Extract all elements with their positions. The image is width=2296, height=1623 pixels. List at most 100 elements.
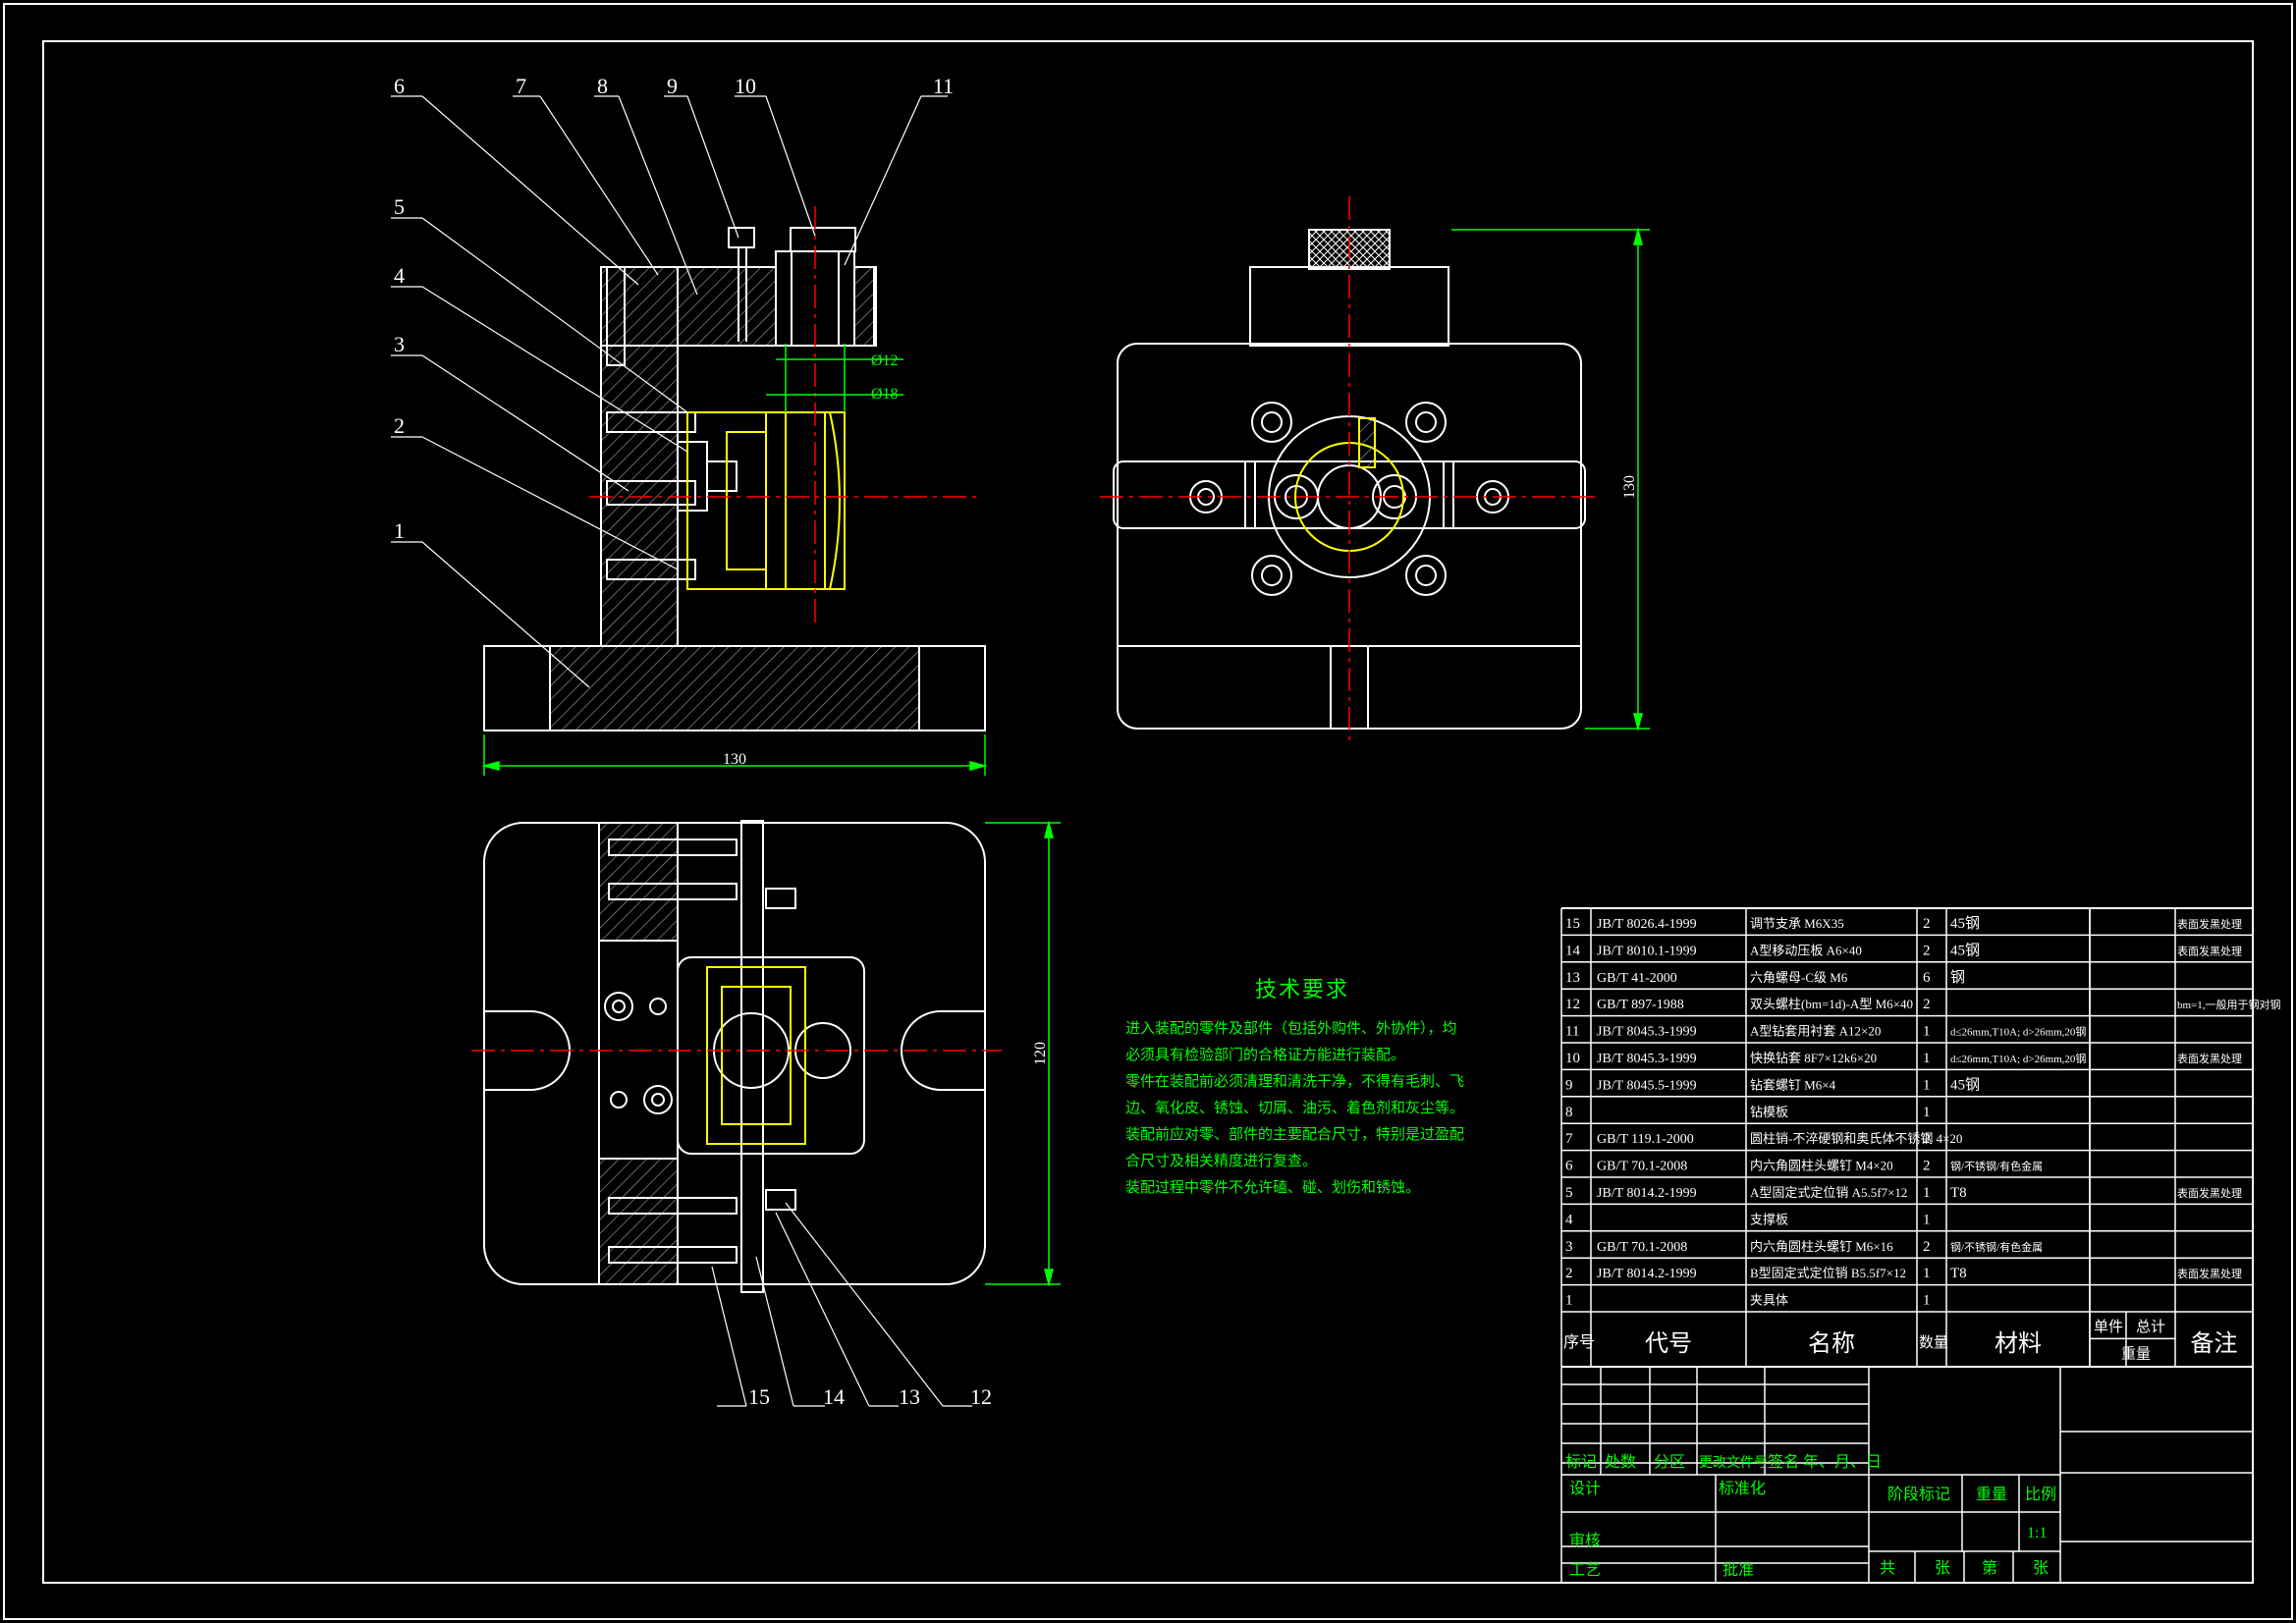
rev-zone: 分区 xyxy=(1654,1453,1685,1471)
bom-row-name: A型固定式定位销 A5.5f7×12 xyxy=(1750,1185,1907,1200)
bom-row-note: 表面发黑处理 xyxy=(2177,1267,2242,1280)
bom-row-qty: 2 xyxy=(1923,1239,1931,1255)
bom-row-qty: 1 xyxy=(1923,1105,1931,1120)
tech-line-4: 边、氧化皮、锈蚀、切屑、油污、着色剂和灰尘等。 xyxy=(1125,1099,1465,1116)
balloon-5: 5 xyxy=(394,194,405,219)
bom-row-qty: 2 xyxy=(1923,1159,1931,1174)
balloon-13: 13 xyxy=(899,1384,920,1409)
bom-row-note: 表面发黑处理 xyxy=(2177,1186,2242,1200)
front-leaders xyxy=(391,95,948,688)
tech-line-2: 必须具有检验部门的合格证方能进行装配。 xyxy=(1125,1046,1406,1063)
bom-row-code: JB/T 8026.4-1999 xyxy=(1597,917,1697,932)
bom-row-qty: 2 xyxy=(1923,943,1931,958)
process-label: 工艺 xyxy=(1569,1561,1601,1579)
rev-count: 处数 xyxy=(1605,1453,1636,1471)
bom-header-code: 代号 xyxy=(1645,1330,1692,1357)
sheets-unit2: 张 xyxy=(2033,1559,2049,1577)
bom-header-note: 备注 xyxy=(2191,1330,2238,1357)
bom-row-note: 表面发黑处理 xyxy=(2177,944,2242,957)
balloon-3: 3 xyxy=(394,332,405,356)
bore-dimension-12: Ø12 xyxy=(871,352,899,369)
bom-header-qty: 数量 xyxy=(1919,1334,1948,1351)
bom-row-no: 7 xyxy=(1565,1131,1573,1147)
bom-row-name: 支撑板 xyxy=(1750,1212,1788,1226)
top-height-dimension: 120 xyxy=(1032,1042,1049,1065)
top-leaders xyxy=(711,1202,972,1407)
bom-row-material: T8 xyxy=(1950,1266,1967,1281)
bom-row-name: 快换钻套 8F7×12k6×20 xyxy=(1750,1051,1877,1065)
bom-row-material: 45钢 xyxy=(1950,1076,1980,1093)
bom-row-material: 钢/不锈钢/有色金属 xyxy=(1950,1240,2043,1254)
bom-row-code: GB/T 119.1-2000 xyxy=(1597,1132,1694,1147)
sheets-unit1: 张 xyxy=(1935,1559,1950,1577)
title-block-labels: 标记 处数 分区 更改文件号 签名 年、月、日 设计 标准化 审核 工艺 批准 … xyxy=(1565,1453,2056,1579)
bom-row-no: 1 xyxy=(1565,1293,1573,1309)
balloon-7: 7 xyxy=(516,74,526,98)
bom-header-weight: 重量 xyxy=(2121,1345,2151,1362)
bom-row-qty: 2 xyxy=(1923,997,1931,1012)
bom-row-material: d≤26mm,T10A; d>26mm,20钢 xyxy=(1950,1053,2086,1065)
bom-row-qty: 1 xyxy=(1923,1051,1931,1066)
tech-line-5: 装配前应对零、部件的主要配合尺寸，特别是过盈配 xyxy=(1125,1125,1465,1143)
top-workpiece xyxy=(706,966,806,1145)
bom-row-material: 45钢 xyxy=(1950,942,1980,958)
bom-row-no: 13 xyxy=(1565,970,1580,986)
top-balloons: 15 14 13 12 xyxy=(748,1384,992,1409)
scale-value: 1:1 xyxy=(2027,1525,2047,1542)
bom-row-no: 2 xyxy=(1565,1266,1573,1281)
front-view xyxy=(483,227,986,731)
bom-row-name: 六角螺母-C级 M6 xyxy=(1750,970,1848,985)
bom-row-code: JB/T 8010.1-1999 xyxy=(1597,944,1697,958)
side-height-dimension: 130 xyxy=(1621,475,1638,499)
bom-row-code: JB/T 8014.2-1999 xyxy=(1597,1267,1697,1281)
balloon-2: 2 xyxy=(394,413,405,438)
bom-row-no: 3 xyxy=(1565,1239,1573,1255)
scale-label: 比例 xyxy=(2025,1486,2056,1503)
top-view xyxy=(483,820,986,1293)
bom-header-no: 序号 xyxy=(1563,1333,1595,1351)
bom-row-name: 钻模板 xyxy=(1750,1105,1788,1119)
bom-row-qty: 2 xyxy=(1923,1131,1931,1147)
front-balloons: 6 7 8 9 10 11 5 4 3 2 1 xyxy=(394,74,954,543)
tech-line-6: 合尺寸及相关精度进行复查。 xyxy=(1125,1152,1318,1169)
bom-header-name: 名称 xyxy=(1808,1330,1855,1357)
top-dimension xyxy=(985,820,1061,1287)
bom-header-total: 总计 xyxy=(2136,1319,2165,1335)
bom-row-no: 11 xyxy=(1565,1024,1579,1040)
weight-label: 重量 xyxy=(1976,1486,2007,1503)
bom-row-note: 表面发黑处理 xyxy=(2177,1052,2242,1065)
balloon-14: 14 xyxy=(823,1384,845,1409)
balloon-10: 10 xyxy=(735,74,756,98)
outer-border xyxy=(3,3,2293,1620)
stage-label: 阶段标记 xyxy=(1887,1486,1950,1503)
front-center-lines xyxy=(589,206,978,628)
bom-row-qty: 1 xyxy=(1923,1077,1931,1093)
balloon-11: 11 xyxy=(933,74,954,98)
bom-row-name: 夹具体 xyxy=(1750,1293,1788,1308)
standardize-label: 标准化 xyxy=(1719,1480,1766,1497)
rev-doc: 更改文件号 xyxy=(1699,1455,1768,1471)
bom-row-no: 12 xyxy=(1565,997,1580,1012)
rev-mark: 标记 xyxy=(1565,1453,1597,1471)
front-width-dimension: 130 xyxy=(723,751,746,768)
bom-row-name: 调节支承 M6X35 xyxy=(1750,916,1844,931)
bom-row-material: 钢/不锈钢/有色金属 xyxy=(1950,1160,2043,1173)
bom-row-no: 15 xyxy=(1565,916,1580,932)
bom-row-qty: 2 xyxy=(1923,916,1931,932)
tech-title: 技术要求 xyxy=(1254,978,1349,1002)
bom-row-no: 9 xyxy=(1565,1077,1573,1093)
bom-row-name: 双头螺柱(bm=1d)-A型 M6×40 xyxy=(1750,997,1913,1011)
side-dimension xyxy=(1451,227,1650,731)
bom-row-name: 内六角圆柱头螺钉 M6×16 xyxy=(1750,1239,1893,1254)
bom-header-unit: 单件 xyxy=(2094,1319,2123,1335)
bom-row-code: JB/T 8045.3-1999 xyxy=(1597,1025,1697,1040)
bom-row-qty: 1 xyxy=(1923,1293,1931,1309)
bom-row-material: 钢 xyxy=(1950,969,1965,986)
bom-row-no: 14 xyxy=(1565,943,1581,958)
technical-requirements: 技术要求 进入装配的零件及部件（包括外购件、外协件），均 必须具有检验部门的合格… xyxy=(1125,972,1465,1201)
bom-row-code: GB/T 897-1988 xyxy=(1597,998,1684,1012)
bom-row-note: bm=1,一般用于钢对钢 xyxy=(2177,998,2281,1011)
balloon-15: 15 xyxy=(748,1384,770,1409)
bom-row-no: 8 xyxy=(1565,1105,1573,1120)
bom-row-code: JB/T 8045.5-1999 xyxy=(1597,1078,1697,1093)
